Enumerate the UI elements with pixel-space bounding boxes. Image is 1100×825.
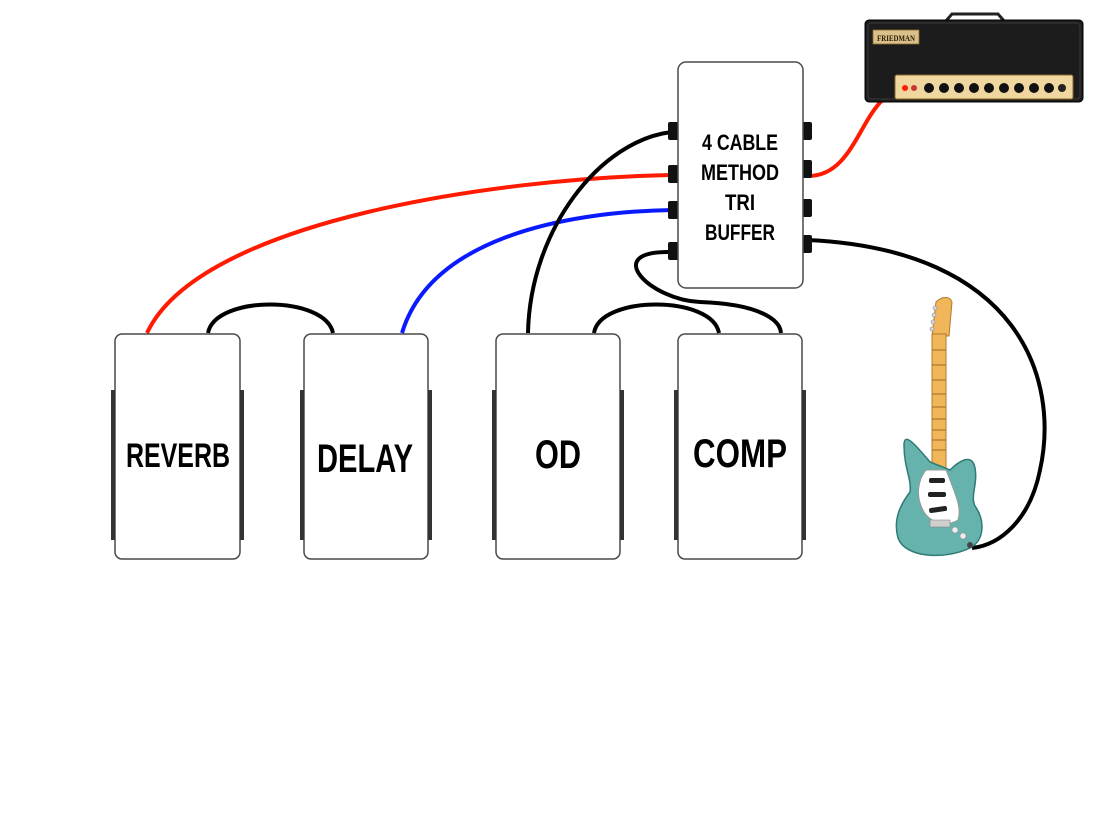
- guitar-bridge: [929, 519, 951, 528]
- guitar-neck: [931, 333, 947, 475]
- buffer-jack-l1: [668, 122, 680, 140]
- amp-logo: FRIEDMAN: [872, 29, 920, 45]
- buffer-label-line-2: METHOD: [701, 160, 779, 185]
- buffer-jack-l3: [668, 201, 680, 219]
- pedal-reverb-right-jack: [240, 390, 244, 540]
- pedal-delay-label: DELAY: [317, 437, 413, 481]
- amp-knob-5: [984, 83, 994, 93]
- guitar-knob-2: [959, 532, 967, 540]
- pedal-od-label: OD: [535, 433, 581, 477]
- buffer-label-line-3: TRI: [725, 190, 755, 215]
- amp-knob-4: [969, 83, 979, 93]
- tri-buffer[interactable]: 4 CABLE METHOD TRI BUFFER: [668, 61, 812, 289]
- pedal-delay[interactable]: DELAY: [300, 333, 432, 560]
- guitar-pickup-3: [929, 506, 948, 513]
- pedal-comp-left-jack: [674, 390, 678, 540]
- pedal-comp-label: COMP: [693, 432, 787, 476]
- buffer-label-line-1: 4 CABLE: [702, 130, 778, 155]
- pedal-delay-left-jack: [300, 390, 304, 540]
- amp-brand-label: FRIEDMAN: [877, 34, 915, 43]
- buffer-jack-l2: [668, 165, 680, 183]
- guitar-pickup-1: [929, 478, 945, 483]
- amp-input-jack: [902, 85, 908, 91]
- guitar-pickup-2: [928, 492, 946, 497]
- amp-knob-8: [1029, 83, 1039, 93]
- cable-reverb-delay: [206, 302, 335, 334]
- buffer-jack-l4: [668, 242, 680, 260]
- electric-guitar-icon: [895, 297, 983, 557]
- cable-red-reverb: [145, 173, 673, 334]
- pedal-comp-right-jack: [802, 390, 806, 540]
- amp-control-panel: [894, 74, 1074, 100]
- amp-power-switch: [1058, 84, 1066, 92]
- pedal-reverb-label: REVERB: [126, 437, 230, 475]
- cable-buffer-guitar: [807, 238, 1047, 550]
- amp-handle: [943, 12, 1007, 23]
- cable-blue-delay: [400, 208, 673, 334]
- pedal-od-left-jack: [492, 390, 496, 540]
- pedal-od[interactable]: OD: [492, 333, 624, 560]
- pedal-delay-right-jack: [428, 390, 432, 540]
- pedal-od-right-jack: [620, 390, 624, 540]
- amp-knob-6: [999, 83, 1009, 93]
- pedal-comp[interactable]: COMP: [674, 333, 806, 560]
- amp-knob-2: [939, 83, 949, 93]
- pedal-reverb-left-jack: [111, 390, 115, 540]
- buffer-label-line-4: BUFFER: [705, 220, 775, 245]
- amp-jack-2: [911, 85, 917, 91]
- cables: [145, 86, 1047, 550]
- amp-knob-7: [1014, 83, 1024, 93]
- buffer-box: [677, 61, 804, 289]
- guitar-output-jack: [967, 542, 973, 548]
- amp-knob-9: [1044, 83, 1054, 93]
- amp-knob-3: [954, 83, 964, 93]
- amp-knob-1: [924, 83, 934, 93]
- cable-od-buffer: [526, 130, 673, 334]
- amp-head: FRIEDMAN: [864, 12, 1084, 103]
- guitar-knob-1: [951, 526, 959, 534]
- cable-od-comp: [592, 302, 721, 334]
- guitar-tuners: [929, 305, 938, 332]
- pedal-reverb[interactable]: REVERB: [111, 333, 244, 560]
- cable-buffer-comp: [634, 249, 783, 334]
- amp-knobs: [924, 83, 1066, 93]
- guitar-frets: [932, 349, 946, 451]
